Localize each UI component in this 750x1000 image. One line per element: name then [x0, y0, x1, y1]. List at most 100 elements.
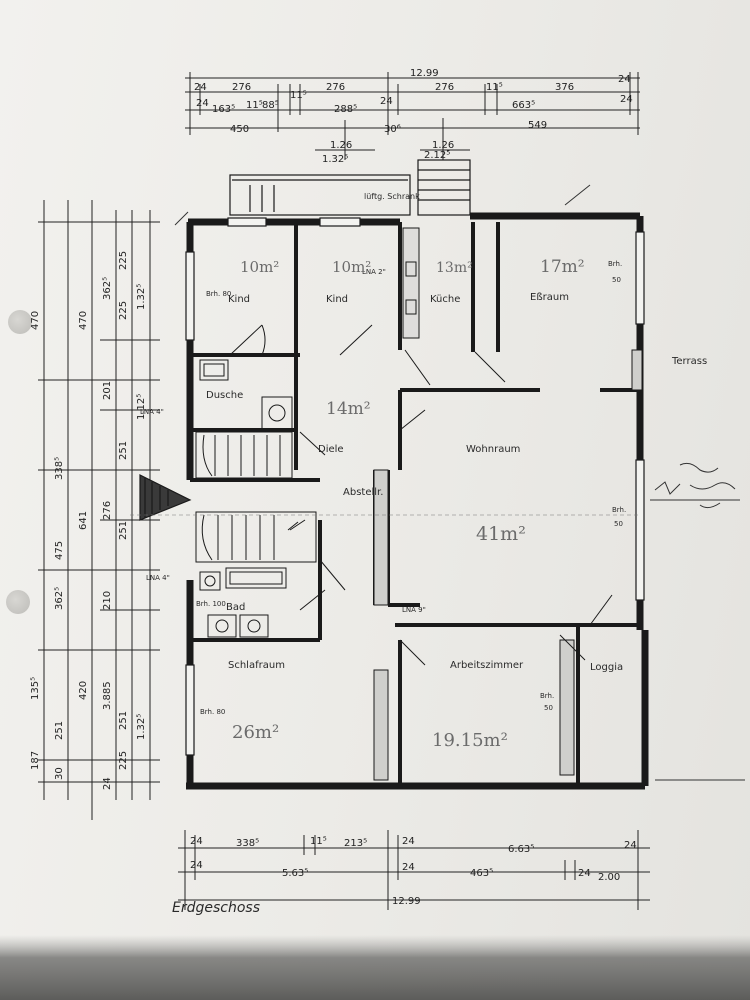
dimension-top-labels: 12.99 24 276 276 276 11⁵ 376 24 24 163⁵ …	[194, 68, 633, 165]
storage-hatch	[373, 349, 643, 781]
room-loggia-label: Loggia	[590, 662, 623, 673]
svg-text:LNA 4": LNA 4"	[140, 408, 164, 416]
room-diele-label: Diele	[318, 444, 344, 455]
svg-text:11⁵: 11⁵	[290, 90, 307, 101]
svg-text:210: 210	[102, 591, 113, 610]
svg-text:276: 276	[232, 82, 251, 93]
svg-text:Brh.: Brh.	[540, 692, 554, 700]
dimension-bottom-labels: 24 338⁵ 11⁵ 213⁵ 24 6.63⁵ 24 24 5.63⁵ 24…	[190, 836, 637, 907]
dimension-top	[185, 72, 640, 160]
lueftg-label: lüftg. Schrank	[364, 192, 420, 201]
svg-text:1.32⁵: 1.32⁵	[322, 154, 348, 165]
svg-text:6.63⁵: 6.63⁵	[508, 844, 534, 855]
svg-text:201: 201	[102, 381, 113, 400]
svg-text:251: 251	[118, 441, 129, 460]
room-schlafraum-label: Schlafraum	[228, 660, 285, 671]
area-kueche: 13m²	[436, 260, 473, 276]
svg-text:24: 24	[190, 860, 203, 871]
svg-text:LNA 2": LNA 2"	[362, 268, 386, 276]
svg-text:24: 24	[618, 74, 631, 85]
svg-text:549: 549	[528, 120, 547, 131]
punch-hole-top	[8, 310, 32, 334]
kitchen-counter	[402, 227, 420, 339]
svg-text:1.32⁵: 1.32⁵	[136, 714, 147, 740]
room-bad-label: Bad	[226, 602, 245, 613]
svg-text:362⁵: 362⁵	[102, 277, 113, 300]
room-terrasse-label: Terrass	[671, 356, 707, 367]
svg-text:251: 251	[54, 721, 65, 740]
svg-text:24: 24	[402, 862, 415, 873]
svg-text:11⁵: 11⁵	[486, 82, 503, 93]
svg-text:LNA 9": LNA 9"	[402, 606, 426, 614]
svg-text:225: 225	[118, 251, 129, 270]
svg-text:251: 251	[118, 711, 129, 730]
door-swings	[229, 324, 613, 666]
room-areas: 10m² 10m² 13m² 17m² 14m² 41m² 26m² 19.15…	[232, 257, 585, 751]
svg-text:376: 376	[555, 82, 574, 93]
dim-top-total: 12.99	[410, 68, 439, 79]
svg-text:24: 24	[194, 82, 207, 93]
terrace-sketch	[174, 184, 745, 781]
windows	[185, 217, 645, 756]
svg-text:24: 24	[620, 94, 633, 105]
svg-text:5.63⁵: 5.63⁵	[282, 868, 308, 879]
dimension-left	[38, 200, 160, 820]
footer-caption: Erdgeschoss	[172, 900, 260, 916]
svg-text:362⁵: 362⁵	[54, 587, 65, 610]
area-wohnraum: 41m²	[476, 523, 526, 545]
punch-hole-bottom	[6, 590, 30, 614]
room-dusche-label: Dusche	[206, 390, 243, 401]
svg-text:2.00: 2.00	[598, 872, 620, 883]
room-arbeitszimmer-label: Arbeitszimmer	[450, 660, 524, 671]
svg-text:24: 24	[578, 868, 591, 879]
svg-text:1.32⁵: 1.32⁵	[136, 284, 147, 310]
room-kueche-label: Küche	[430, 294, 460, 305]
area-kind2: 10m²	[332, 258, 371, 276]
svg-text:163⁵: 163⁵	[212, 104, 235, 115]
svg-text:135⁵: 135⁵	[30, 677, 41, 700]
dim-bottom-total: 12.99	[392, 896, 421, 907]
room-kind2-label: Kind	[326, 294, 348, 305]
svg-text:50: 50	[612, 276, 621, 284]
svg-text:1.12⁵: 1.12⁵	[136, 394, 147, 420]
svg-text:213⁵: 213⁵	[344, 838, 367, 849]
svg-text:187: 187	[30, 751, 41, 770]
stair-inner-bottom	[195, 511, 317, 563]
dimension-bottom	[178, 830, 650, 910]
svg-text:88⁵: 88⁵	[262, 100, 279, 111]
svg-text:2.12⁵: 2.12⁵	[424, 150, 450, 161]
svg-text:470: 470	[78, 311, 89, 330]
area-kind1: 10m²	[240, 258, 279, 276]
svg-text:1.26: 1.26	[330, 140, 352, 151]
svg-text:338⁵: 338⁵	[236, 838, 259, 849]
svg-text:50: 50	[544, 704, 553, 712]
svg-text:276: 276	[102, 501, 113, 520]
svg-text:475: 475	[54, 541, 65, 560]
dimension-left-labels: 338⁵ 362⁵ 135⁵ 187 470 470 641 475 420 2…	[30, 251, 147, 790]
svg-text:420: 420	[78, 681, 89, 700]
svg-text:663⁵: 663⁵	[512, 100, 535, 111]
svg-text:24: 24	[624, 840, 637, 851]
svg-text:Brh.: Brh.	[612, 506, 626, 514]
copier-shadow-band	[0, 935, 750, 1000]
entrance-stair	[139, 474, 192, 521]
svg-text:251: 251	[118, 521, 129, 540]
svg-text:450: 450	[230, 124, 249, 135]
room-labels: Kind Kind Küche Eßraum Terrass Dusche Di…	[206, 192, 707, 673]
svg-text:463⁵: 463⁵	[470, 868, 493, 879]
svg-text:Brh. 80: Brh. 80	[200, 708, 225, 716]
svg-text:276: 276	[326, 82, 345, 93]
stair-inner-top	[195, 431, 293, 479]
room-essraum-label: Eßraum	[530, 292, 569, 303]
svg-text:50: 50	[614, 520, 623, 528]
svg-text:338⁵: 338⁵	[54, 457, 65, 480]
svg-text:11⁵: 11⁵	[310, 836, 327, 847]
svg-text:24: 24	[102, 777, 113, 790]
svg-text:24: 24	[190, 836, 203, 847]
svg-text:641: 641	[78, 511, 89, 530]
svg-text:Brh. 80: Brh. 80	[206, 290, 231, 298]
svg-text:276: 276	[435, 82, 454, 93]
svg-text:24: 24	[402, 836, 415, 847]
room-abstell-label: Abstellr.	[343, 487, 383, 498]
svg-text:30⁶: 30⁶	[384, 124, 401, 135]
